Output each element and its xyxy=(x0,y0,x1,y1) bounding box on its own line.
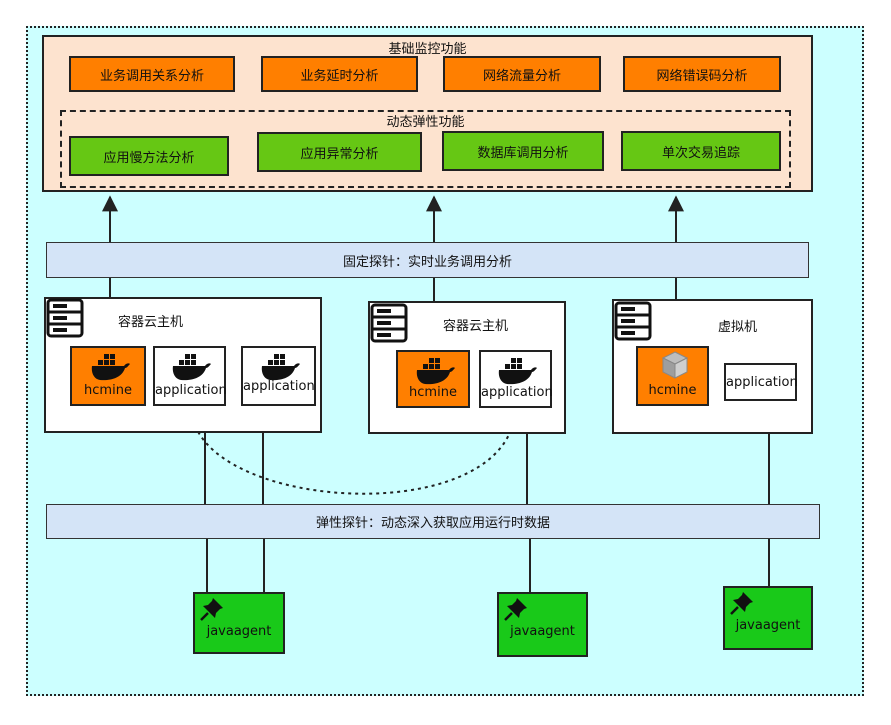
server-icon xyxy=(614,301,652,341)
docker-whale-icon xyxy=(416,358,455,385)
docker-whale-icon xyxy=(498,358,537,385)
container-label: application xyxy=(243,379,315,394)
container-label: hcmine xyxy=(84,383,132,398)
dynamic-button-slow-method[interactable]: 应用慢方法分析 xyxy=(69,136,229,176)
monitor-button-error-code[interactable]: 网络错误码分析 xyxy=(623,56,781,92)
javaagent-label: javaagent xyxy=(735,618,801,633)
container-hcmine[interactable]: hcmine xyxy=(636,346,709,406)
host-title: 容器云主机 xyxy=(443,319,509,334)
javaagent-label: javaagent xyxy=(510,624,575,639)
monitor-title: 基础监控功能 xyxy=(388,42,467,57)
monitor-button-latency[interactable]: 业务延时分析 xyxy=(261,56,418,92)
container-label: hcmine xyxy=(409,385,457,400)
docker-whale-icon xyxy=(91,354,130,381)
fixed-probe-bar: 固定探针：实时业务调用分析 xyxy=(46,242,809,278)
container-application[interactable]: application xyxy=(479,350,553,408)
elastic-probe-bar: 弹性探针：动态深入获取应用运行时数据 xyxy=(46,504,820,539)
javaagent-box[interactable]: javaagent xyxy=(193,592,285,654)
pushpin-icon xyxy=(200,598,223,621)
container-application[interactable]: application xyxy=(724,363,798,401)
dynamic-section: 动态弹性功能 xyxy=(60,110,791,188)
package-box-icon xyxy=(661,351,689,379)
pushpin-icon xyxy=(730,592,753,615)
container-application[interactable]: application xyxy=(153,346,227,406)
javaagent-box[interactable]: javaagent xyxy=(497,592,588,657)
server-icon xyxy=(370,303,408,343)
javaagent-label: javaagent xyxy=(206,624,272,639)
container-label: application xyxy=(155,383,227,398)
monitor-button-call-relation[interactable]: 业务调用关系分析 xyxy=(69,56,235,92)
docker-whale-icon xyxy=(172,354,211,381)
container-application[interactable]: application xyxy=(241,346,316,406)
dynamic-button-transaction-trace[interactable]: 单次交易追踪 xyxy=(621,131,781,171)
container-label: hcmine xyxy=(648,383,697,398)
docker-whale-icon xyxy=(261,354,300,381)
dynamic-button-db-call[interactable]: 数据库调用分析 xyxy=(442,131,604,171)
host-title: 虚拟机 xyxy=(718,320,758,335)
dotted-arrow-migration xyxy=(190,397,522,495)
monitor-button-traffic[interactable]: 网络流量分析 xyxy=(443,56,601,92)
host-title: 容器云主机 xyxy=(118,315,184,330)
container-hcmine[interactable]: hcmine xyxy=(396,350,470,408)
pushpin-icon xyxy=(504,598,527,621)
server-icon xyxy=(46,298,84,338)
javaagent-box[interactable]: javaagent xyxy=(723,586,813,650)
container-hcmine[interactable]: hcmine xyxy=(70,346,146,406)
dynamic-button-app-exception[interactable]: 应用异常分析 xyxy=(257,132,422,172)
container-label: application xyxy=(726,375,798,390)
dynamic-title: 动态弹性功能 xyxy=(386,115,465,130)
container-label: application xyxy=(481,385,553,400)
